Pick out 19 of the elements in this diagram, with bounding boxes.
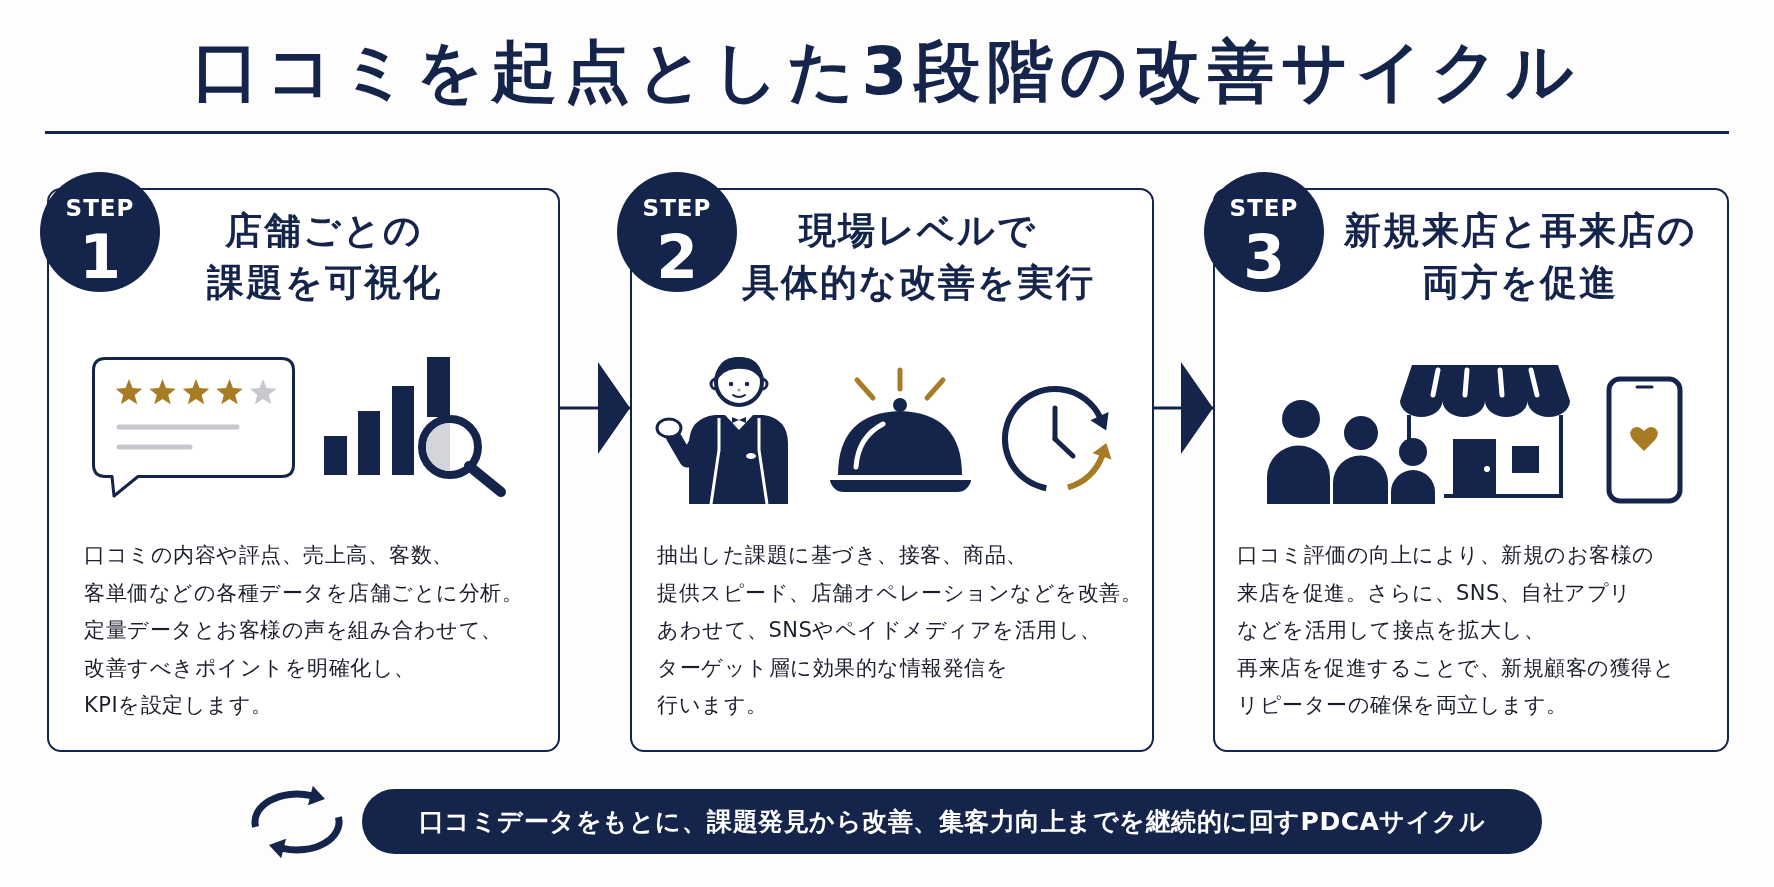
- step-card: [47, 188, 560, 752]
- card-heading: 現場レベルで具体的な改善を実行: [741, 208, 1095, 306]
- card-heading: 新規来店と再来店の両方を促進: [1343, 208, 1697, 306]
- step-label: STEP: [1229, 194, 1299, 222]
- step-number: 3: [1243, 224, 1285, 290]
- title: 口コミを起点とした3段階の改善サイクル: [192, 32, 1582, 112]
- step-card: [1213, 188, 1729, 752]
- arrow: [560, 362, 630, 454]
- body-text: 口コミ評価の向上により、新規のお客様の来店を促進。さらに、SNS、自社アプリなどを活用して接点を拡大し、再来店を促進することで、新規顧客の獲得とリピーターの確保を両立します。: [1237, 542, 1675, 719]
- card-heading: 店舗ごとの課題を可視化: [206, 208, 442, 306]
- arrow: [1154, 362, 1213, 454]
- body-text: 抽出した課題に基づき、接客、商品、提供スピード、店舗オペレーションなどを改善。あわせて、SNSやペイドメディアを活用し、ターゲット層に効果的な情報発信を行います。: [657, 542, 1142, 719]
- step-label: STEP: [65, 194, 135, 222]
- step-number: 2: [656, 224, 698, 290]
- step-number: 1: [79, 224, 121, 290]
- step-label: STEP: [642, 194, 712, 222]
- summary-banner: 口コミデータをもとに、課題発見から改善、集客力向上までを継続的に回すPDCAサイクル: [362, 789, 1542, 854]
- body-text: 口コミの内容や評点、売上高、客数、客単価などの各種データを店舗ごとに分析。定量データとお客様の声を組み合わせて、改善すべきポイントを明確化し、KPIを設定します。: [84, 542, 523, 719]
- step-card: [630, 188, 1154, 752]
